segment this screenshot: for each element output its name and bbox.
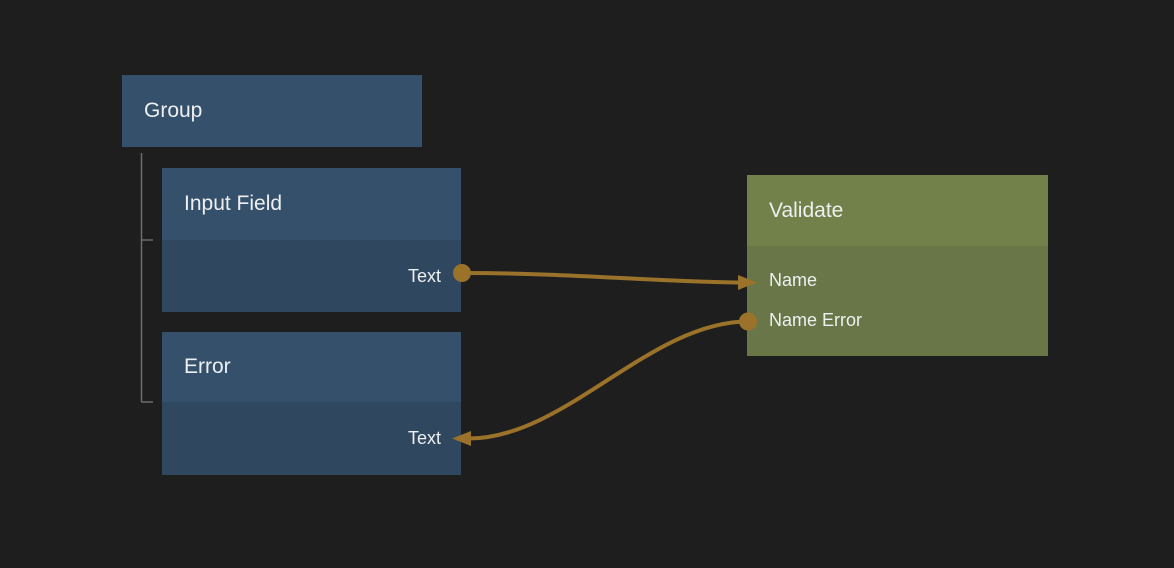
connection-input-field-text-to-validate-name[interactable] [453, 264, 757, 290]
port-validate-name-label: Name [769, 269, 818, 290]
connection-wire[interactable] [465, 271, 741, 285]
port-input-field-text-label: Text [407, 265, 441, 286]
node-error[interactable]: Error Text [162, 332, 461, 475]
node-validate-title: Validate [769, 198, 844, 222]
port-error-text-label: Text [407, 428, 441, 448]
node-input-field-body: Text [162, 240, 461, 312]
node-error-header[interactable]: Error [162, 332, 461, 402]
port-validate-name-error[interactable]: Name Error [747, 300, 1048, 340]
connection-validate-name-error-to-error-text[interactable] [452, 312, 757, 447]
node-validate-header[interactable]: Validate [747, 175, 1048, 246]
node-group[interactable]: Group [122, 75, 422, 147]
node-validate-body: Name Name Error [747, 246, 1048, 356]
node-group-title: Group [144, 99, 203, 122]
port-input-field-text[interactable]: Text [162, 256, 461, 296]
node-input-field[interactable]: Input Field Text [162, 168, 461, 312]
port-validate-name-error-label: Name Error [769, 309, 863, 330]
node-validate[interactable]: Validate Name Name Error [747, 175, 1048, 356]
node-error-body: Text [162, 402, 461, 475]
node-error-title: Error [184, 355, 231, 378]
connection-wire[interactable] [468, 319, 749, 441]
port-error-text[interactable]: Text [162, 419, 461, 459]
node-input-field-header[interactable]: Input Field [162, 168, 461, 240]
port-validate-name[interactable]: Name [747, 260, 1048, 300]
node-input-field-title: Input Field [184, 192, 283, 215]
node-group-header[interactable]: Group [122, 75, 422, 147]
